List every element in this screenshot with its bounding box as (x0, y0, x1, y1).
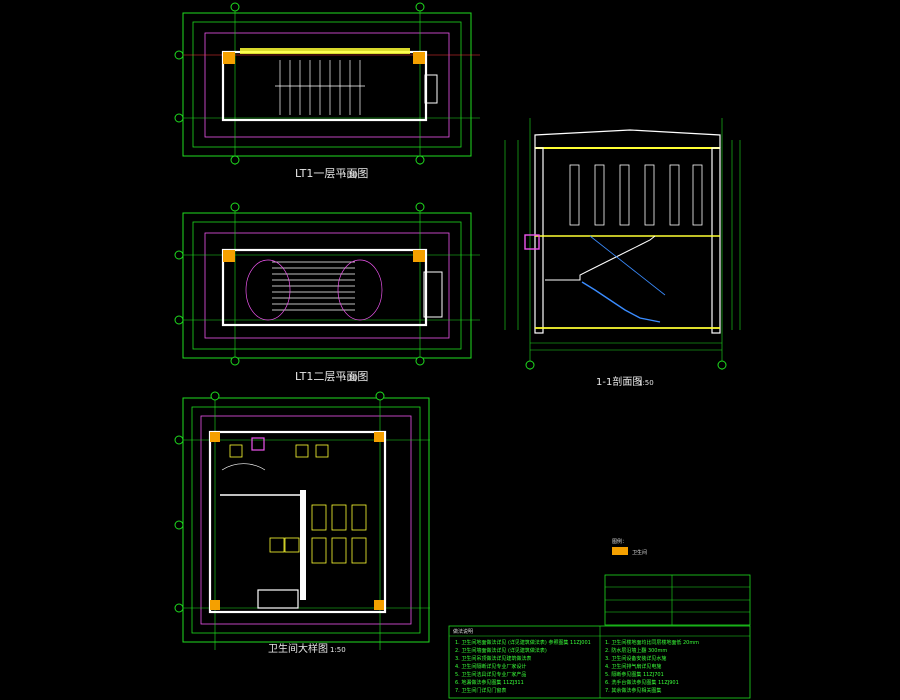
note-row-right: 5. 隔断参见图集 11ZJ701 (605, 671, 664, 678)
plan-1 (174, 2, 480, 165)
section-scale: 1:50 (638, 379, 654, 387)
plan1-column (413, 52, 425, 64)
note-row-right: 4. 卫生间排气扇详见电施 (605, 663, 661, 670)
section-title: 1-1剖面图 (596, 375, 642, 388)
toilet-scale: 1:50 (330, 646, 346, 654)
plan-2 (174, 202, 480, 366)
note-row-right: 1. 卫生间楼地面均比同层楼地面低 20mm (605, 639, 699, 646)
plan1-scale: 1:50 (342, 171, 358, 179)
plan2-scale: 1:50 (342, 374, 358, 382)
section-1-1 (504, 118, 741, 370)
plan1-stair-treads (275, 60, 365, 115)
note-row-right: 6. 洗手台做法参见图集 11ZJ901 (605, 679, 679, 686)
legend-swatch-text: 卫生间 (632, 549, 647, 556)
note-row-right: 2. 防水层沿墙上翻 300mm (605, 647, 667, 654)
note-row-right: 7. 其余做法参见相关图集 (605, 687, 661, 694)
note-row: 6. 地漏做法参见图集 11ZJ311 (455, 679, 524, 686)
toilet-detail-plan (174, 391, 430, 650)
legend-label: 图例： (612, 538, 627, 545)
note-row: 5. 卫生间洁具详见专业厂家产品 (455, 671, 526, 678)
note-row: 7. 卫生间门详见门窗表 (455, 687, 506, 694)
note-row: 4. 卫生间隔断详见专业厂家设计 (455, 663, 526, 670)
toilet-title: 卫生间大样图 (268, 642, 328, 655)
plan1-outer-frame (182, 12, 472, 157)
plan2-title: LT1二层平面图 (295, 370, 368, 383)
legend-swatch (612, 547, 628, 555)
note-row: 1. 卫生间地面做法详见 (详见建筑做法表) 参照图集 11ZJ001 (455, 639, 591, 646)
plan1-column (223, 52, 235, 64)
note-row-right: 3. 卫生间设备安装详见水施 (605, 655, 666, 662)
legend: 图例： 卫生间 (612, 538, 647, 556)
note-row: 3. 卫生间吊顶做法详见建筑做法表 (455, 655, 531, 662)
note-row: 2. 卫生间墙面做法详见 (详见建筑做法表) (455, 647, 547, 654)
notes-header: 做法说明 (453, 628, 473, 635)
plan1-frame-2 (192, 21, 462, 148)
plan1-frame-3 (204, 32, 450, 138)
plan1-title: LT1一层平面图 (295, 167, 368, 180)
notes-table: 做法说明 1. 卫生间地面做法详见 (详见建筑做法表) 参照图集 11ZJ001… (448, 574, 751, 699)
